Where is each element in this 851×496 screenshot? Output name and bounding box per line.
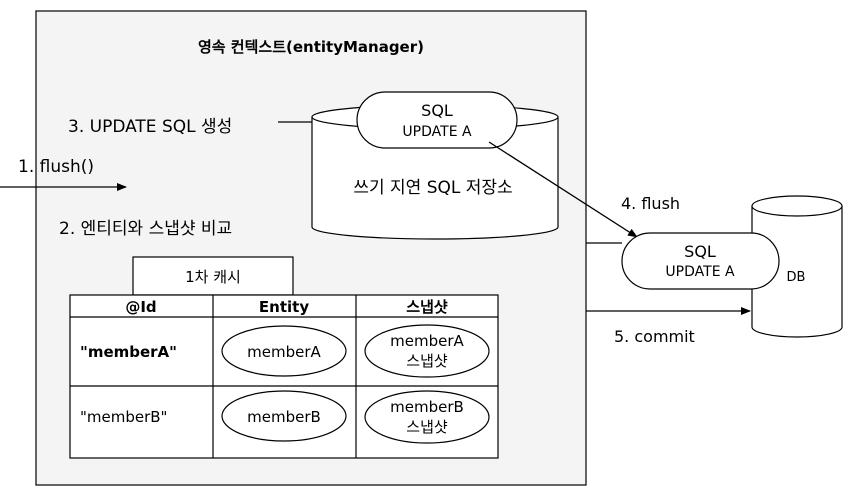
header-entity: Entity [259, 298, 309, 316]
row-id: "memberA" [80, 343, 177, 361]
flush-step-label: 4. flush [621, 194, 680, 213]
header-id: @Id [125, 298, 156, 316]
db-cylinder [751, 195, 843, 338]
db-label: DB [787, 270, 806, 285]
first-level-cache-tab [132, 256, 294, 296]
db-sql-body: UPDATE A [665, 264, 735, 280]
row-entity: memberB [247, 408, 321, 426]
flush-to-db-arrow [488, 141, 638, 238]
row-snapshot-line2: 스냅샷 [406, 352, 448, 370]
compare-step-label: 2. 엔티티와 스냅샷 비교 [59, 219, 232, 239]
snapshot-ellipse [364, 390, 490, 444]
table-row: "memberB" memberB memberB 스냅샷 [80, 390, 490, 444]
table-row: "memberA" memberA memberA 스냅샷 [80, 324, 490, 378]
header-snapshot: 스냅샷 [406, 298, 448, 316]
entity-ellipse [221, 390, 347, 442]
update-sql-step-label: 3. UPDATE SQL 생성 [68, 117, 232, 137]
row-snapshot-line1: memberB [390, 398, 464, 416]
store-sql-body: UPDATE A [402, 124, 472, 140]
row-id: "memberB" [80, 408, 167, 426]
db-sql-pill [621, 232, 780, 290]
commit-step-label: 5. commit [614, 327, 695, 346]
write-behind-store-label: 쓰기 지연 SQL 저장소 [353, 178, 512, 198]
store-sql-pill [356, 91, 518, 149]
row-entity: memberA [247, 343, 321, 361]
persistence-context-title: 영속 컨텍스트(entityManager) [198, 38, 424, 56]
flush-call-label: 1. flush() [18, 157, 94, 177]
row-snapshot-line2: 스냅샷 [406, 418, 448, 436]
store-sql-title: SQL [421, 101, 453, 120]
first-level-cache-label: 1차 캐시 [185, 268, 241, 286]
db-sql-title: SQL [684, 242, 716, 261]
row-snapshot-line1: memberA [390, 332, 464, 350]
entity-ellipse [221, 325, 347, 377]
snapshot-ellipse [364, 324, 490, 378]
